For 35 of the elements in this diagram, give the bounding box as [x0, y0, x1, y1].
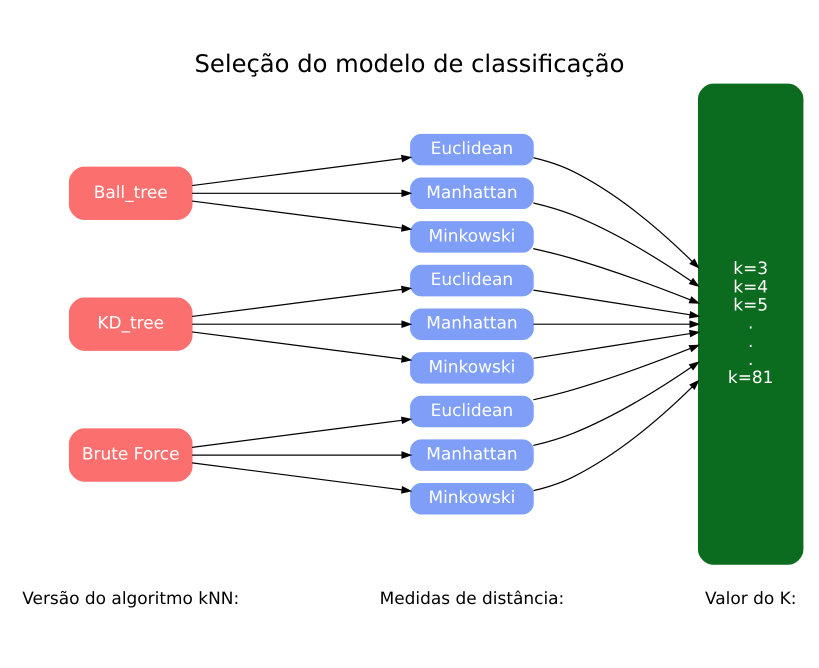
arrow: [533, 289, 700, 318]
arrow: [533, 248, 700, 304]
node-box: Ball_tree: [68, 166, 193, 220]
label: Valor do K:: [704, 587, 796, 608]
arrow: [533, 329, 700, 358]
arrow: [192, 320, 412, 328]
arrow: [533, 379, 700, 491]
node-box: Euclidean: [410, 264, 534, 296]
arrow: [192, 285, 412, 317]
node-box: k=3 k=4 k=5 . . . k=81: [698, 83, 804, 564]
node-box: Manhattan: [410, 308, 534, 340]
arrow: [192, 462, 412, 494]
node-box: Minkowski: [410, 220, 534, 252]
arrow: [192, 450, 412, 458]
label: Medidas de distância:: [380, 587, 564, 608]
arrow: [192, 416, 412, 448]
arrow: [533, 156, 700, 268]
node-box: Brute Force: [68, 428, 193, 482]
node-box: Euclidean: [410, 395, 534, 427]
node-box: Minkowski: [410, 482, 534, 514]
node-box: Minkowski: [410, 352, 534, 384]
node-box: Manhattan: [410, 177, 534, 209]
node-box: Euclidean: [410, 133, 534, 165]
arrow: [192, 154, 412, 186]
arrow: [533, 202, 700, 287]
arrow: [533, 344, 700, 400]
arrow: [192, 330, 412, 362]
arrow: [192, 200, 412, 232]
arrow: [533, 320, 700, 328]
node-box: Manhattan: [410, 438, 534, 470]
arrow: [533, 360, 700, 446]
arrow: [192, 188, 412, 197]
node-box: KD_tree: [68, 297, 193, 350]
label: Versão do algoritmo kNN:: [22, 587, 240, 608]
diagram-title: Seleção do modelo de classificação: [194, 48, 624, 78]
